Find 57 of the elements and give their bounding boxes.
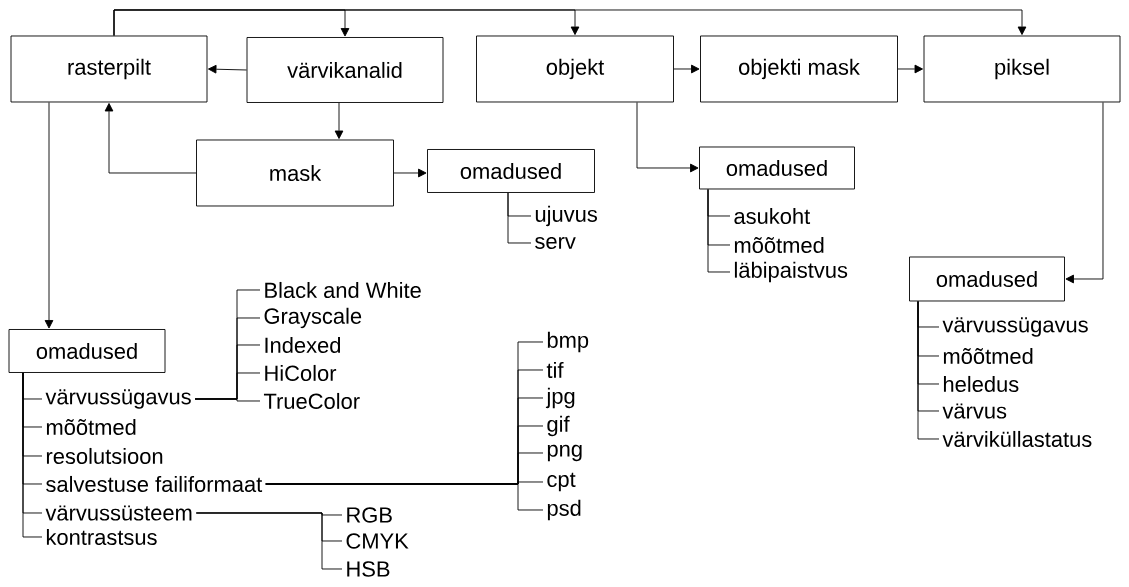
connector-arrow — [113, 9, 1027, 36]
tree-line — [194, 398, 261, 402]
list-item: kontrastsus — [46, 528, 157, 546]
list-item: png — [547, 444, 582, 462]
connector-arrow — [673, 64, 700, 74]
list-item: Indexed — [265, 336, 341, 354]
label-box: omadused — [699, 146, 855, 190]
list-item: bmp — [547, 331, 589, 353]
list-item: mõõtmed — [943, 347, 1033, 365]
list-item: HiColor — [265, 364, 337, 382]
connector-arrow — [104, 103, 197, 174]
list-item: värvus — [942, 403, 1007, 419]
list-item: CMYK — [346, 533, 409, 549]
list-item: serv — [535, 237, 576, 249]
list-item: ujuvus — [535, 205, 597, 227]
tree-line — [917, 301, 940, 440]
label-box: omadused — [909, 256, 1065, 302]
list-item: salvestuse failiformaat — [46, 475, 263, 493]
label-box: objekti mask — [700, 35, 898, 103]
list-item: Black and White — [265, 281, 421, 299]
list-item: mõõtmed — [46, 418, 136, 436]
list-item: cpt — [547, 472, 576, 492]
list-item: resolutsioon — [46, 447, 163, 465]
label-box: rasterpilt — [10, 35, 208, 103]
list-item: värvussügavus — [942, 317, 1088, 337]
tree-line — [265, 483, 544, 511]
list-item: Grayscale — [264, 307, 362, 329]
tree-line — [195, 512, 343, 570]
connector-arrow — [44, 102, 54, 329]
list-item: värvussüsteem — [45, 505, 192, 521]
label-box: objekt — [476, 35, 674, 103]
list-item: läbipaistvus — [734, 261, 848, 283]
list-item: mõõtmed — [734, 236, 824, 254]
connector-arrow — [393, 168, 427, 178]
connector-arrow — [1065, 102, 1104, 284]
label-box: mask — [196, 139, 394, 207]
tree-line — [707, 189, 731, 273]
connector-arrow — [334, 102, 344, 139]
list-item: värviküllastatus — [942, 430, 1092, 448]
list-item: HSB — [347, 561, 390, 577]
list-item: tif — [546, 361, 564, 378]
list-item: TrueColor — [263, 392, 360, 410]
connector-arrow — [636, 102, 699, 173]
list-item: RGB — [347, 507, 392, 523]
label-box: piksel — [923, 35, 1121, 103]
list-item: asukoht — [734, 207, 811, 225]
list-item: gif — [547, 415, 570, 437]
label-box: omadused — [8, 329, 166, 373]
connector-arrow — [208, 64, 247, 74]
list-item: värvussügavus — [45, 389, 191, 409]
list-item: jpg — [545, 387, 575, 409]
label-box: värvikanalid — [246, 37, 444, 103]
label-box: omadused — [427, 149, 595, 193]
connector-arrow — [897, 64, 923, 74]
list-item: psd — [547, 499, 581, 521]
list-item: heledus — [943, 375, 1019, 393]
tree-line — [507, 192, 532, 244]
